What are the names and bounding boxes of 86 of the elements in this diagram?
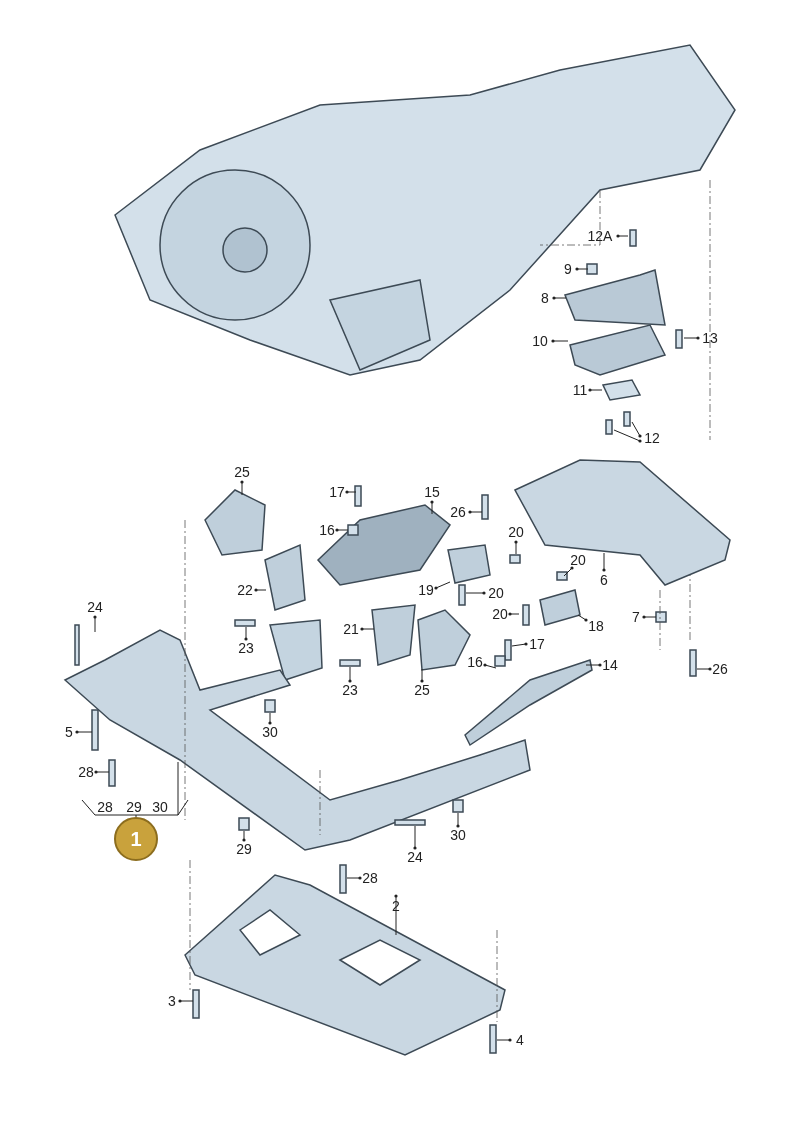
- leader-line: [468, 510, 483, 514]
- leader-line: [683, 336, 700, 340]
- leader-line: [420, 668, 424, 683]
- leader-line: [696, 667, 712, 671]
- leader-line: [483, 663, 497, 669]
- callout-number: 26: [712, 661, 728, 677]
- callout-number: 25: [414, 682, 430, 698]
- leader-line: [254, 588, 267, 592]
- leader-line: [552, 296, 567, 300]
- leader-line: [563, 566, 574, 577]
- callout-number: 6: [600, 572, 608, 588]
- callout-number: 28: [97, 799, 113, 815]
- leader-line: [413, 825, 417, 850]
- leader-line: [240, 480, 244, 496]
- callout-number: 20: [488, 585, 504, 601]
- leader-line: [434, 581, 451, 590]
- callout-number: 29: [126, 799, 142, 815]
- leader-line: [602, 552, 606, 572]
- leader-line: [93, 615, 97, 633]
- leader-line: [575, 267, 589, 271]
- callout-number: 14: [602, 657, 618, 673]
- leader-line: [242, 830, 246, 842]
- callout-number: 12: [644, 430, 660, 446]
- callout-number: 11: [572, 382, 588, 398]
- leader-line: [585, 663, 602, 667]
- leader-line: [178, 999, 194, 1003]
- callout-number: 17: [329, 484, 345, 500]
- callout-number: 28: [362, 870, 378, 886]
- leader-line: [508, 612, 520, 616]
- leader-line: [135, 761, 179, 818]
- leader-line: [551, 339, 569, 343]
- callout-number: 20: [508, 524, 524, 540]
- callout-number: 22: [237, 582, 253, 598]
- callout-number: 29: [236, 841, 252, 857]
- leader-line: [94, 770, 110, 774]
- leader-line: [394, 894, 398, 936]
- leader-line: [244, 626, 248, 641]
- callout-badge: 1: [114, 817, 158, 861]
- callout-number: 30: [450, 827, 466, 843]
- leader-line: [613, 429, 642, 443]
- leader-line: [642, 615, 657, 619]
- leader-line: [456, 812, 460, 828]
- callout-number: 8: [541, 290, 549, 306]
- callout-number: 20: [492, 606, 508, 622]
- leader-line: [75, 730, 93, 734]
- callout-number: 21: [343, 621, 359, 637]
- callout-number: 7: [632, 609, 640, 625]
- leader-line: [514, 540, 518, 555]
- callout-number: 5: [65, 724, 73, 740]
- leader-line: [496, 1038, 512, 1042]
- callout-number: 4: [516, 1032, 524, 1048]
- callout-number: 25: [234, 464, 250, 480]
- leader-line: [577, 614, 588, 622]
- callout-number: 16: [319, 522, 335, 538]
- leader-line: [511, 642, 528, 647]
- leader-line: [360, 627, 375, 631]
- callout-number: 3: [168, 993, 176, 1009]
- callout-number: 24: [87, 599, 103, 615]
- leader-line: [268, 712, 272, 725]
- leader-line: [588, 388, 603, 392]
- leader-line: [616, 234, 629, 238]
- callout-number: 10: [532, 333, 548, 349]
- callout-number: 16: [467, 654, 483, 670]
- callout-number: 17: [529, 636, 545, 652]
- callout-number: 24: [407, 849, 423, 865]
- leader-line: [345, 490, 357, 494]
- callout-number: 2: [392, 898, 400, 914]
- callout-number: 20: [570, 552, 586, 568]
- leader-line: [346, 876, 362, 880]
- callout-number: 13: [702, 330, 718, 346]
- leader-line: [430, 500, 434, 515]
- callout-number: 26: [450, 504, 466, 520]
- callout-number: 18: [588, 618, 604, 634]
- callout-number: 23: [342, 682, 358, 698]
- leader-line: [348, 666, 352, 683]
- leader-line: [631, 421, 642, 438]
- callout-number: 12A: [587, 228, 613, 244]
- callout-number: 15: [424, 484, 440, 500]
- callout-number: 19: [418, 582, 434, 598]
- leader-line: [465, 591, 486, 595]
- callout-number: 30: [262, 724, 278, 740]
- callout-number: 23: [238, 640, 254, 656]
- leader-line: [335, 528, 349, 532]
- callout-number: 9: [564, 261, 572, 277]
- callout-number: 28: [78, 764, 94, 780]
- callout-number: 30: [152, 799, 168, 815]
